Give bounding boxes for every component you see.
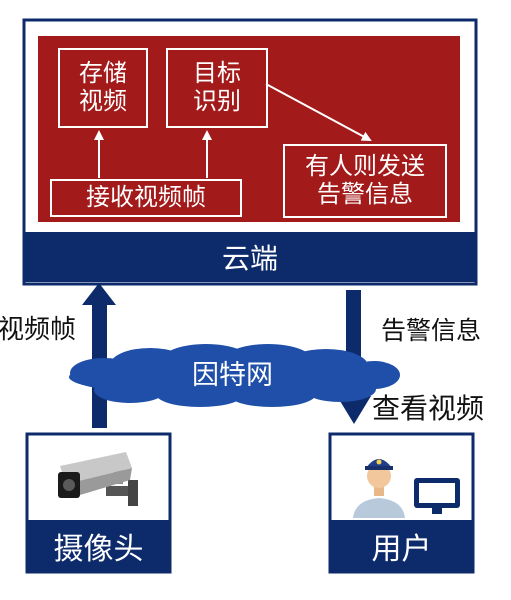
box-store-video: 存储 视频 — [58, 48, 148, 128]
alert-info-label: 告警信息 — [381, 316, 482, 345]
user-label-bar — [331, 520, 472, 571]
view-video-label: 查看视频 — [372, 392, 485, 425]
user-with-monitor-icon — [353, 459, 460, 518]
user-label-text: 用户 — [371, 531, 432, 567]
arrow-down-head — [337, 396, 371, 424]
arrow-up-head — [82, 283, 116, 305]
camera-label-bar — [28, 520, 169, 571]
user-label: 用户 — [331, 520, 472, 571]
box-receive-frames: 接收视频帧 — [50, 179, 242, 217]
cloud-title: 云端 — [221, 242, 278, 275]
cloud-panel-red-area — [38, 36, 460, 222]
video-frame-label: 视频帧 — [0, 315, 77, 345]
cloud-title-bar: 云端 — [25, 232, 475, 282]
box-send-alert: 有人则发送 告警信息 — [283, 144, 447, 218]
security-camera-icon — [58, 452, 138, 506]
internet-cloud — [69, 344, 400, 407]
box-target-detection: 目标 识别 — [166, 48, 268, 128]
camera-label-text: 摄像头 — [53, 531, 144, 567]
camera-label: 摄像头 — [28, 520, 169, 571]
arrow-detect-to-alert — [265, 83, 372, 141]
internet-label: 因特网 — [192, 360, 273, 391]
